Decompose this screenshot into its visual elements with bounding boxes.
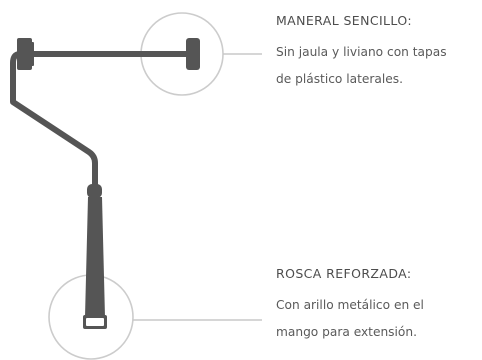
callout-maneral: MANERAL SENCILLO: Sin jaula y liviano co… xyxy=(276,12,482,93)
callout-text-line: Sin jaula y liviano con tapas xyxy=(276,45,447,59)
roller-right-cap xyxy=(186,38,200,70)
callout-text-line: mango para extensión. xyxy=(276,325,417,339)
handle-collar xyxy=(87,184,102,198)
callout-title: ROSCA REFORZADA: xyxy=(276,266,412,281)
callout-text-line: de plástico laterales. xyxy=(276,72,403,86)
callout-title: MANERAL SENCILLO: xyxy=(276,13,412,28)
metal-ring-hole xyxy=(86,318,104,326)
callout-rosca: ROSCA REFORZADA: Con arillo metálico en … xyxy=(276,265,482,346)
roller-left-cap xyxy=(17,38,32,70)
callout-text-line: Con arillo metálico en el xyxy=(276,298,424,312)
roller-frame-wire xyxy=(10,51,189,191)
roller-left-cap-lip xyxy=(30,42,34,66)
roller-handle xyxy=(85,197,105,317)
